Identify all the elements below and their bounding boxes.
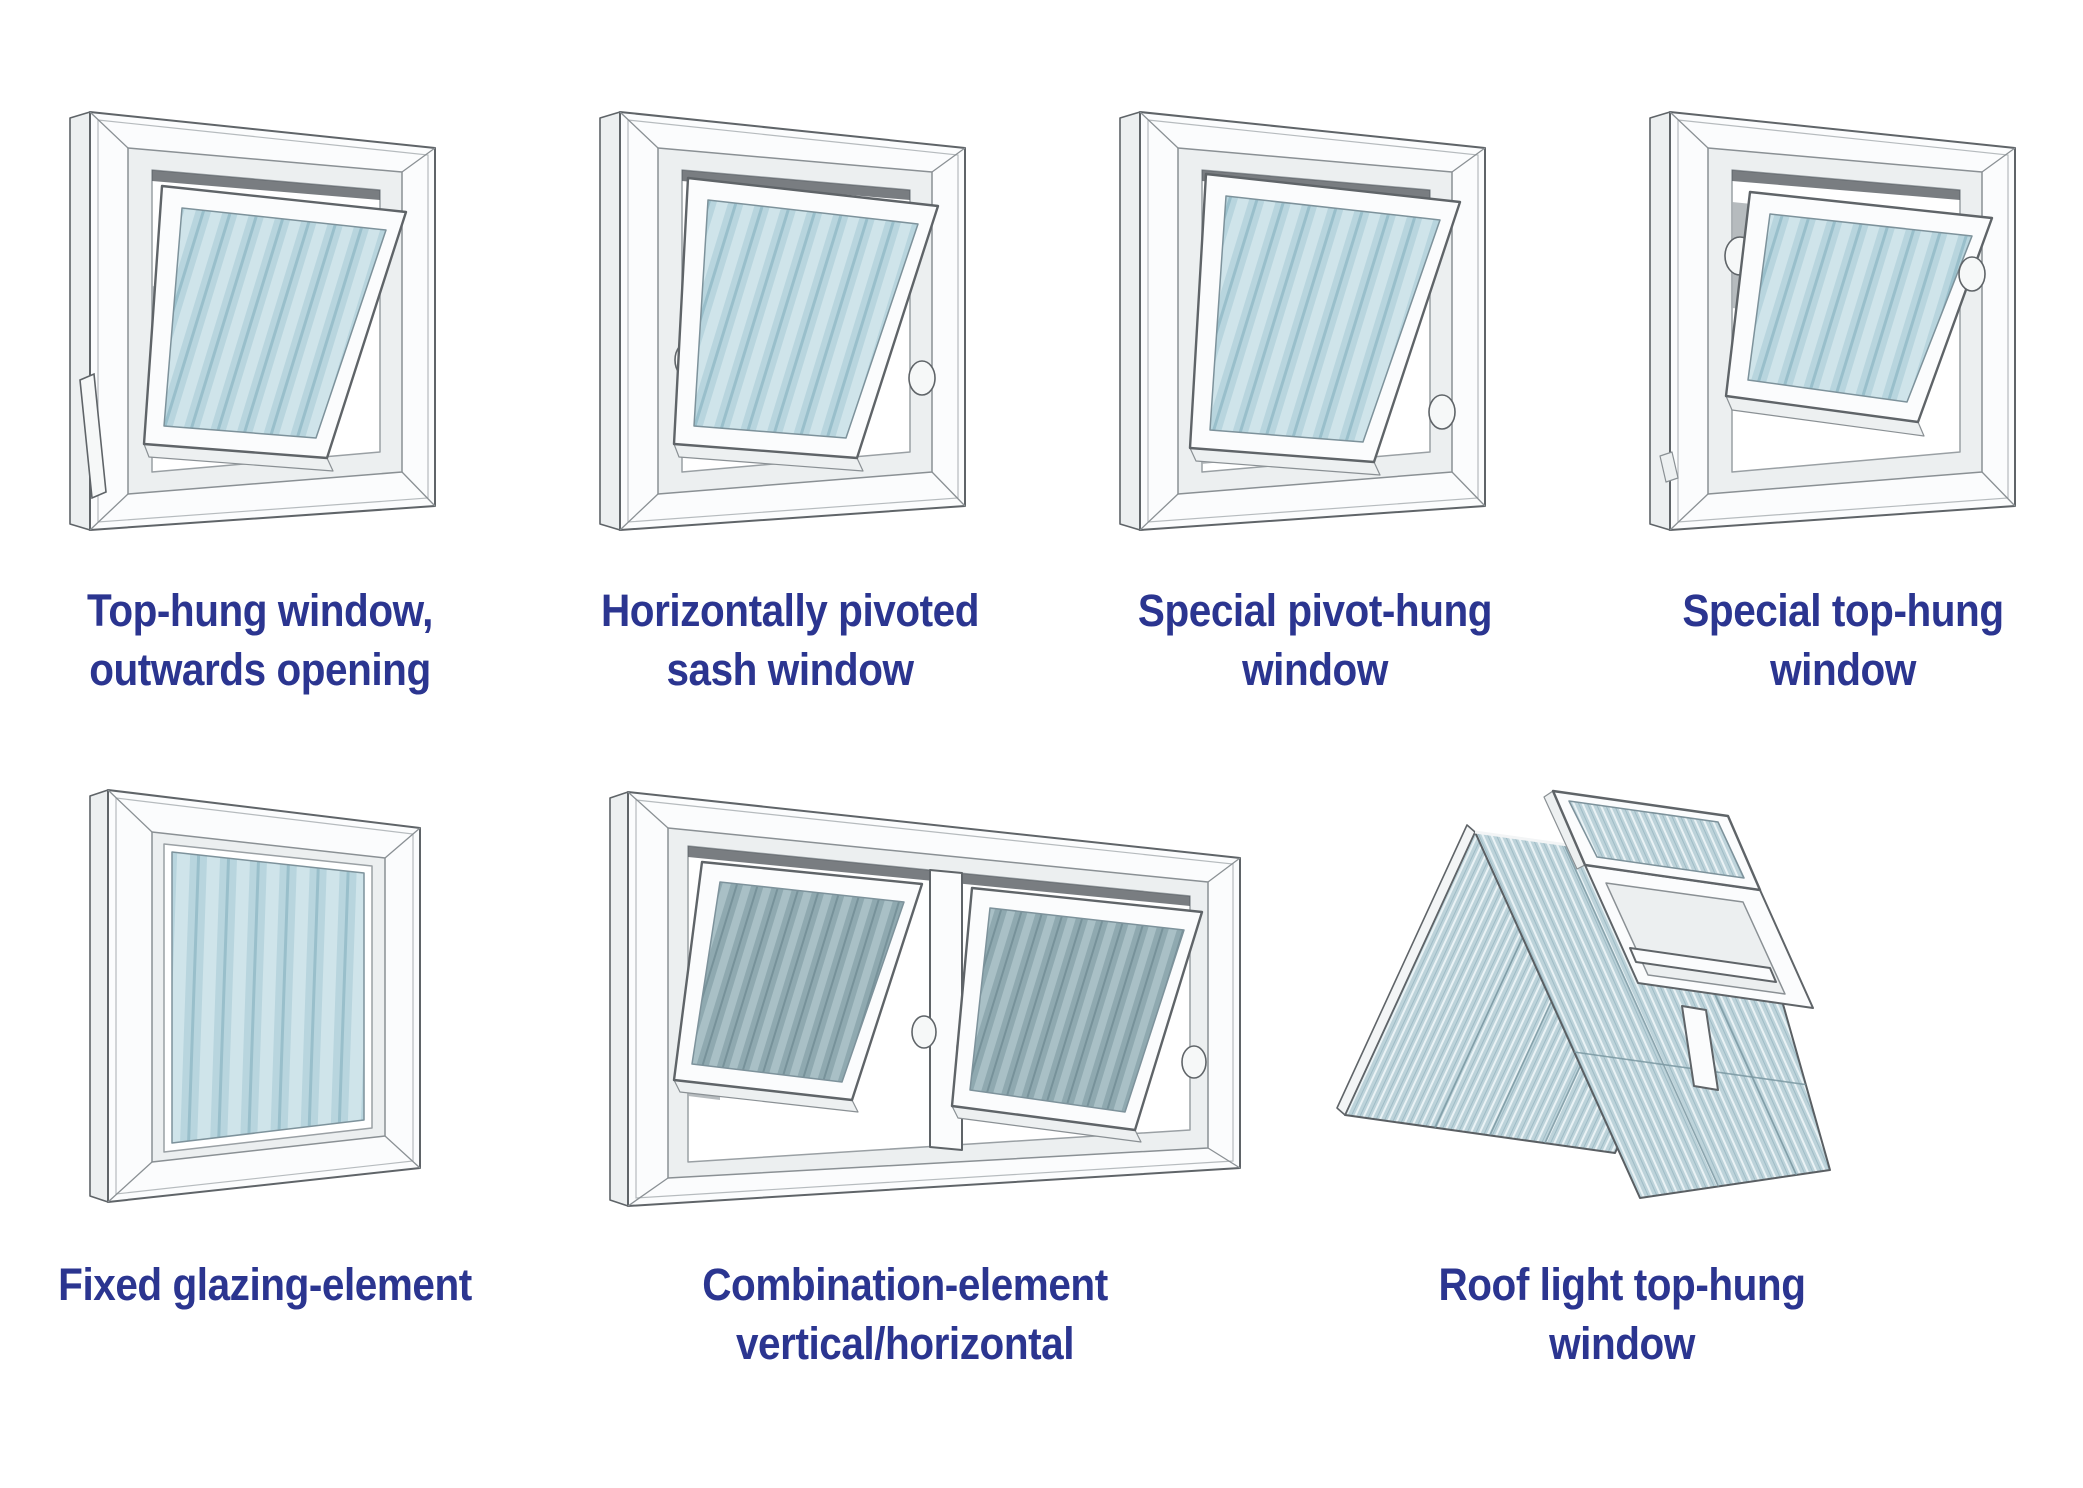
sash-glass [163,207,387,439]
hinge-right [1958,256,1986,292]
fixed-glass [171,851,365,1144]
roof-window-crossbar [1629,947,1777,983]
figure-special-top-hung [1620,60,2070,560]
special-pivot-hung-window-illustration [1119,111,1486,531]
figure-combination-element [590,770,1270,1240]
figure-label-special-pivot-hung: Special pivot-hung window [1137,585,1493,695]
sash-glass-right [969,907,1185,1113]
pivot-hinge-right-sash-right [1181,1045,1207,1079]
sash-glass [1747,213,1973,403]
pivot-hinge-right [1428,394,1456,430]
roof-light-top-hung-window-illustration [1336,789,1831,1199]
wall-edge [1119,111,1141,531]
top-hung-window-illustration [69,111,436,531]
wall-edge [599,111,621,531]
latch [1659,451,1679,483]
roof-gable-edge [1336,824,1476,1116]
figure-label-top-hung-outwards: Top-hung window, outwards opening [87,585,433,695]
figure-label-special-top-hung: Special top-hung window [1682,585,2004,695]
figure-label-combination-element: Combination-element vertical/horizontal [702,1259,1108,1369]
figure-top-hung-outwards [40,60,490,560]
wall-edge [69,111,91,531]
stay-arm [79,372,107,500]
sash-glass [1209,195,1441,443]
pivot-hinge-right [908,360,936,396]
figure-special-pivot-hung [1090,60,1540,560]
wall-edge [89,789,109,1203]
wall-edge [609,791,629,1207]
figure-label-horizontally-pivoted: Horizontally pivoted sash window [600,585,980,695]
pivot-hinge-right-sash-left [911,1015,937,1049]
sash-glass [693,199,919,439]
horizontally-pivoted-sash-illustration [599,111,966,531]
figure-fixed-glazing [60,770,480,1240]
roof-window-support [1681,1005,1719,1091]
roof-window-sash-glass [1568,800,1745,879]
figure-label-fixed-glazing: Fixed glazing-element [58,1259,472,1310]
figure-roof-light [1330,770,2030,1240]
figure-horizontally-pivoted [570,60,1020,560]
figure-label-roof-light: Roof light top-hung window [1438,1259,1806,1369]
combination-element-illustration [609,791,1241,1207]
fixed-glazing-element-illustration [89,789,421,1203]
special-top-hung-window-illustration [1649,111,2016,531]
sash-glass-left [691,881,905,1083]
